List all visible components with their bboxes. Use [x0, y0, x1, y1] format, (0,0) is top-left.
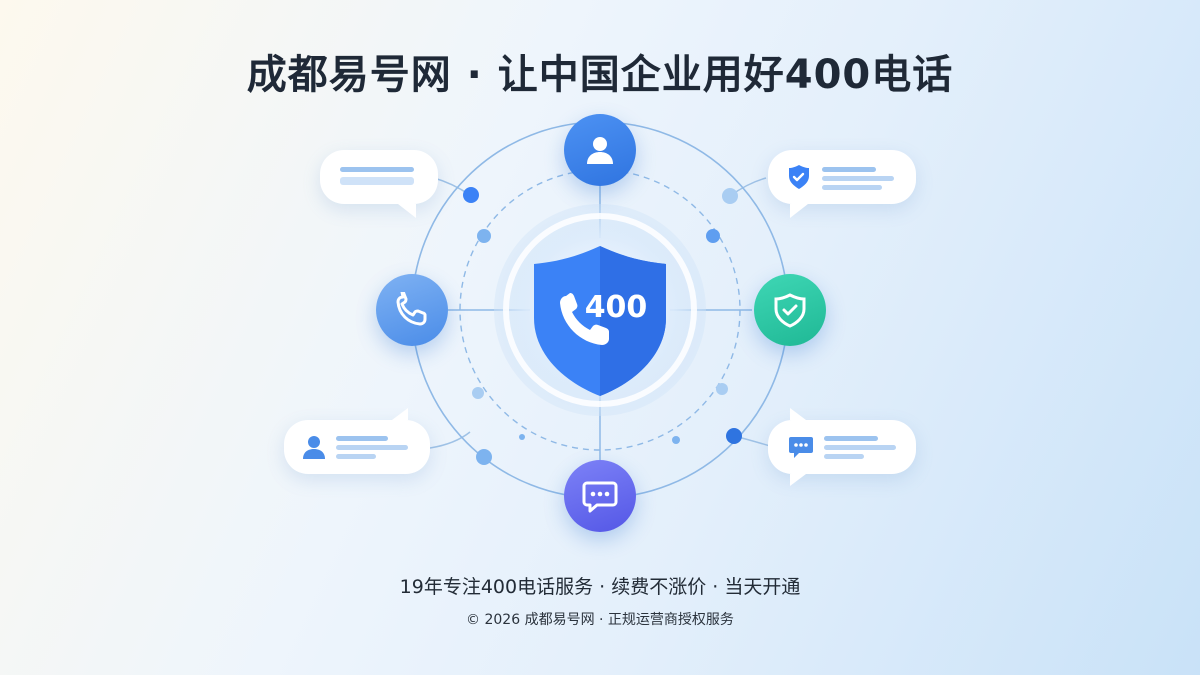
message-card-top-left [320, 150, 438, 218]
center-shield [534, 246, 666, 396]
user-node[interactable] [564, 114, 636, 186]
orbit-dot [716, 383, 728, 395]
chat-node[interactable] [564, 460, 636, 532]
security-node[interactable] [754, 274, 826, 346]
phone-icon [396, 292, 427, 326]
page-headline: 成都易号网 · 让中国企业用好400电话 [246, 52, 954, 98]
phone-shield-icon [560, 293, 609, 345]
shield-number: 400 [584, 290, 648, 325]
user-icon [587, 137, 613, 164]
orbit-dot [519, 434, 525, 440]
phone-node[interactable] [376, 274, 448, 346]
chat-dots-icon [789, 437, 813, 458]
message-card-bottom-left [284, 408, 430, 474]
shield-check-icon [774, 293, 806, 328]
message-card-top-right [768, 150, 916, 218]
orbit-dot [477, 229, 491, 243]
verified-shield-icon [789, 165, 809, 189]
orbit-dot [672, 436, 680, 444]
orbit-dot [706, 229, 720, 243]
person-icon [303, 436, 325, 459]
chat-icon [582, 481, 618, 513]
service-tagline: 19年专注400电话服务 · 续费不涨价 · 当天开通 [399, 576, 801, 598]
orbit-dot [722, 188, 738, 204]
message-card-bottom-right [768, 408, 916, 486]
orbit-dot [476, 449, 492, 465]
orbit-dot [472, 387, 484, 399]
orbit-dot [726, 428, 742, 444]
orbit-dot [463, 187, 479, 203]
copyright-text: © 2026 成都易号网 · 正规运营商授权服务 [466, 612, 734, 628]
